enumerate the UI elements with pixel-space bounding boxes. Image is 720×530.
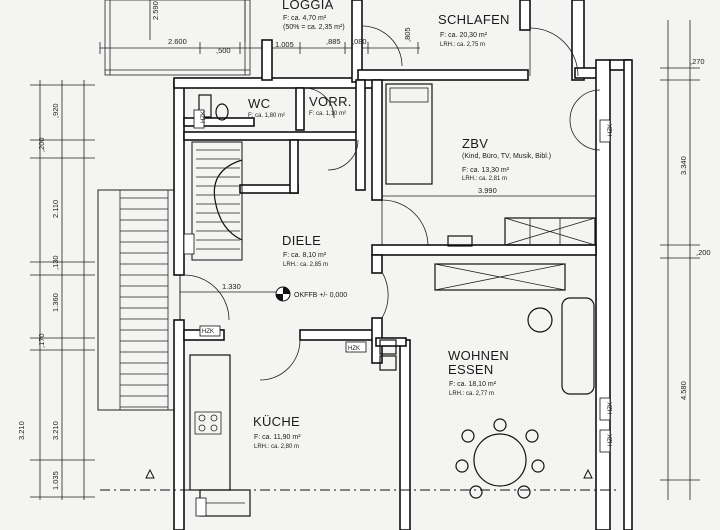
room-height-diele: LRH.: ca. 2,85 m xyxy=(283,262,328,268)
dimension-labels: 2.600 ,500 1.005 ,885 ,080 ,805 3.990 1.… xyxy=(17,1,711,490)
pillow xyxy=(389,87,429,103)
room-height-schlafen: LRH.: ca. 2,75 m xyxy=(440,42,485,48)
dim-left-2110: 2.110 xyxy=(51,200,60,218)
dim-right-4580: 4.580 xyxy=(679,381,688,400)
cooktop xyxy=(194,411,222,435)
room-labels: LOGGIA F: ca. 4,70 m² (50% = ca. 2,35 m²… xyxy=(248,0,551,450)
living-furniture xyxy=(379,263,595,499)
room-area-schlafen: F: ca. 20,30 m² xyxy=(440,32,488,39)
hzk-labels: HZK HZK HZK HZK HZK HZK xyxy=(201,111,614,446)
room-name-kueche: KÜCHE xyxy=(253,414,300,429)
exterior-stairs xyxy=(97,189,181,411)
room-area-vorr: F: ca. 1,10 m² xyxy=(309,111,346,117)
zbv-furniture xyxy=(385,83,596,247)
dining-table xyxy=(473,433,527,487)
toilet-bowl xyxy=(215,103,229,121)
sideboard xyxy=(434,263,566,291)
dim-885: ,885 xyxy=(326,37,341,46)
room-name-wohnen: WOHNEN xyxy=(448,348,509,363)
dim-left-3210b: 3.210 xyxy=(51,421,60,440)
room-height-wohnen: LRH.: ca. 2,77 m xyxy=(449,391,494,397)
hzk-label: HZK xyxy=(608,434,614,446)
dim-right-200: ,200 xyxy=(696,248,711,257)
room-area-loggia: F: ca. 4,70 m² xyxy=(283,15,327,22)
room-area-wohnen: F: ca. 18,10 m² xyxy=(449,381,497,388)
room-height-zbv: LRH.: ca. 2,81 m xyxy=(462,176,507,182)
loggia-railing xyxy=(104,0,251,76)
dim-2600: 2.600 xyxy=(168,37,187,46)
room-area-wc: F: ca. 1,80 m² xyxy=(248,113,285,119)
room-note-loggia: (50% = ca. 2,35 m²) xyxy=(283,24,345,31)
wc-sink xyxy=(198,94,212,118)
dim-right-3340: 3.340 xyxy=(679,156,688,175)
section-line xyxy=(100,468,620,491)
sofa xyxy=(561,297,595,395)
dim-left-1360: 1.360 xyxy=(51,293,60,312)
room-area-kueche: F: ca. 11,90 m² xyxy=(254,434,301,441)
dim-left-3210a: 3.210 xyxy=(17,421,26,440)
hzk-label: HZK xyxy=(348,346,360,352)
dim-1005: 1.005 xyxy=(275,40,294,49)
hzk-label: HZK xyxy=(608,402,614,414)
exterior-stair-steps xyxy=(120,197,168,408)
room-name-essen: ESSEN xyxy=(448,362,494,377)
room-area-zbv: F: ca. 13,30 m² xyxy=(462,167,510,174)
room-area-diele: F: ca. 8,10 m² xyxy=(283,252,327,259)
hzk-label: HZK xyxy=(201,111,207,123)
hzk-label: HZK xyxy=(202,329,214,335)
radiator-markers xyxy=(183,109,611,517)
room-name-loggia: LOGGIA xyxy=(282,0,334,12)
dim-805: ,805 xyxy=(403,27,412,42)
wc-fixtures xyxy=(198,94,229,121)
desk xyxy=(447,235,473,247)
level-marker-symbol xyxy=(275,286,291,302)
dim-left-130: ,130 xyxy=(51,255,60,270)
dim-500: ,500 xyxy=(216,46,231,55)
room-use-zbv: (Kind, Büro, TV, Musik, Bibl.) xyxy=(462,153,551,160)
dimension-lines xyxy=(30,0,700,500)
hzk-label: HZK xyxy=(608,124,614,136)
armchair xyxy=(527,307,553,333)
dim-left-170: ,170 xyxy=(37,333,46,348)
room-name-schlafen: SCHLAFEN xyxy=(438,12,510,27)
dim-1330: 1.330 xyxy=(222,282,241,291)
dim-left-1035: 1.035 xyxy=(51,471,60,490)
room-name-wc: WC xyxy=(248,96,270,111)
door-swings xyxy=(183,25,601,381)
level-marker-label: OKFFB +/- 0,000 xyxy=(294,292,347,299)
room-name-vorr: VORR. xyxy=(309,94,352,109)
dim-right-270: ,270 xyxy=(690,57,705,66)
shelf-unit xyxy=(504,217,596,246)
dim-080: ,080 xyxy=(352,37,367,46)
dim-left-200: ,200 xyxy=(37,137,46,152)
dim-2590: 2.590 xyxy=(151,1,160,20)
room-height-kueche: LRH.: ca. 2,80 m xyxy=(254,444,299,450)
stove-box xyxy=(379,339,397,355)
room-name-zbv: ZBV xyxy=(462,136,488,151)
interior-staircase xyxy=(191,141,243,261)
dim-3990: 3.990 xyxy=(478,186,497,195)
dim-left-920: ,920 xyxy=(51,103,60,118)
room-name-diele: DIELE xyxy=(282,233,321,248)
bed xyxy=(385,83,433,185)
